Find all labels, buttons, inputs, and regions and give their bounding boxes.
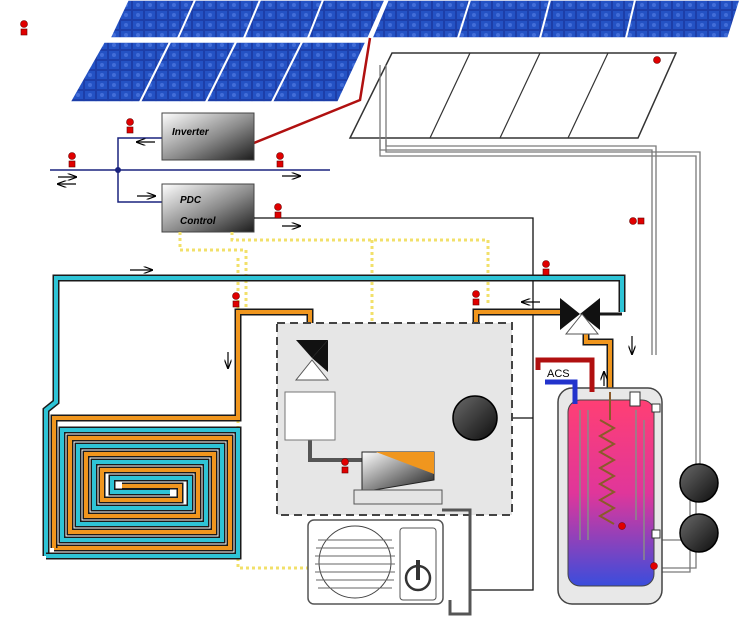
pdc-label: PDC bbox=[180, 195, 202, 206]
pdc-control-box: PDC Control bbox=[161, 183, 255, 233]
flow-arrows bbox=[58, 142, 632, 386]
solar-pv-panel-icon bbox=[108, 0, 386, 39]
solar-thermal-collector-icon bbox=[348, 52, 678, 139]
pv-panel-dividers bbox=[139, 0, 636, 103]
expansion-vessel bbox=[284, 391, 336, 441]
collector-temperature-sensor bbox=[653, 56, 661, 64]
heat-pump-outdoor-unit-icon bbox=[307, 508, 472, 616]
three-way-valve-icon bbox=[294, 340, 330, 381]
inverter-label: Inverter bbox=[172, 127, 210, 138]
temperature-sensor-icon bbox=[276, 152, 284, 168]
pdc-control-label: Control bbox=[180, 216, 216, 227]
temperature-sensor-icon bbox=[232, 292, 240, 308]
temperature-sensor-icon bbox=[542, 260, 550, 276]
solar-pv-panel-icon bbox=[68, 41, 368, 103]
three-way-valve-icon bbox=[560, 298, 622, 335]
circulation-pump-icon bbox=[679, 463, 719, 503]
tank-temperature-sensor bbox=[618, 522, 626, 530]
temperature-sensor-icon bbox=[341, 458, 349, 474]
temperature-sensor-icon bbox=[472, 290, 480, 306]
heat-exchanger-top bbox=[376, 452, 434, 474]
control-cable bbox=[254, 217, 534, 591]
electrical-bus bbox=[50, 137, 330, 203]
temperature-sensor-icon bbox=[629, 217, 645, 225]
pv-dc-cable bbox=[253, 37, 372, 145]
circulation-pump-icon bbox=[679, 513, 719, 553]
acs-pipes bbox=[535, 357, 595, 404]
circulation-pump-icon bbox=[452, 395, 498, 441]
temperature-sensor-icon bbox=[68, 152, 76, 168]
pv-panel-array bbox=[68, 0, 740, 103]
floor-heating-loop bbox=[42, 274, 626, 560]
temperature-sensors bbox=[20, 20, 645, 474]
acs-label: ACS bbox=[547, 368, 570, 380]
temperature-sensor-icon bbox=[274, 203, 282, 219]
tank-bottom-temperature-sensor bbox=[650, 562, 658, 570]
temperature-sensor-icon bbox=[126, 118, 134, 134]
bus-junction bbox=[115, 167, 121, 173]
solar-pv-panel-icon bbox=[370, 0, 740, 39]
temperature-sensor-icon bbox=[20, 20, 28, 36]
hot-water-storage-tank bbox=[557, 387, 663, 605]
heat-exchanger-base bbox=[353, 489, 443, 505]
inverter-box: Inverter bbox=[161, 112, 255, 161]
